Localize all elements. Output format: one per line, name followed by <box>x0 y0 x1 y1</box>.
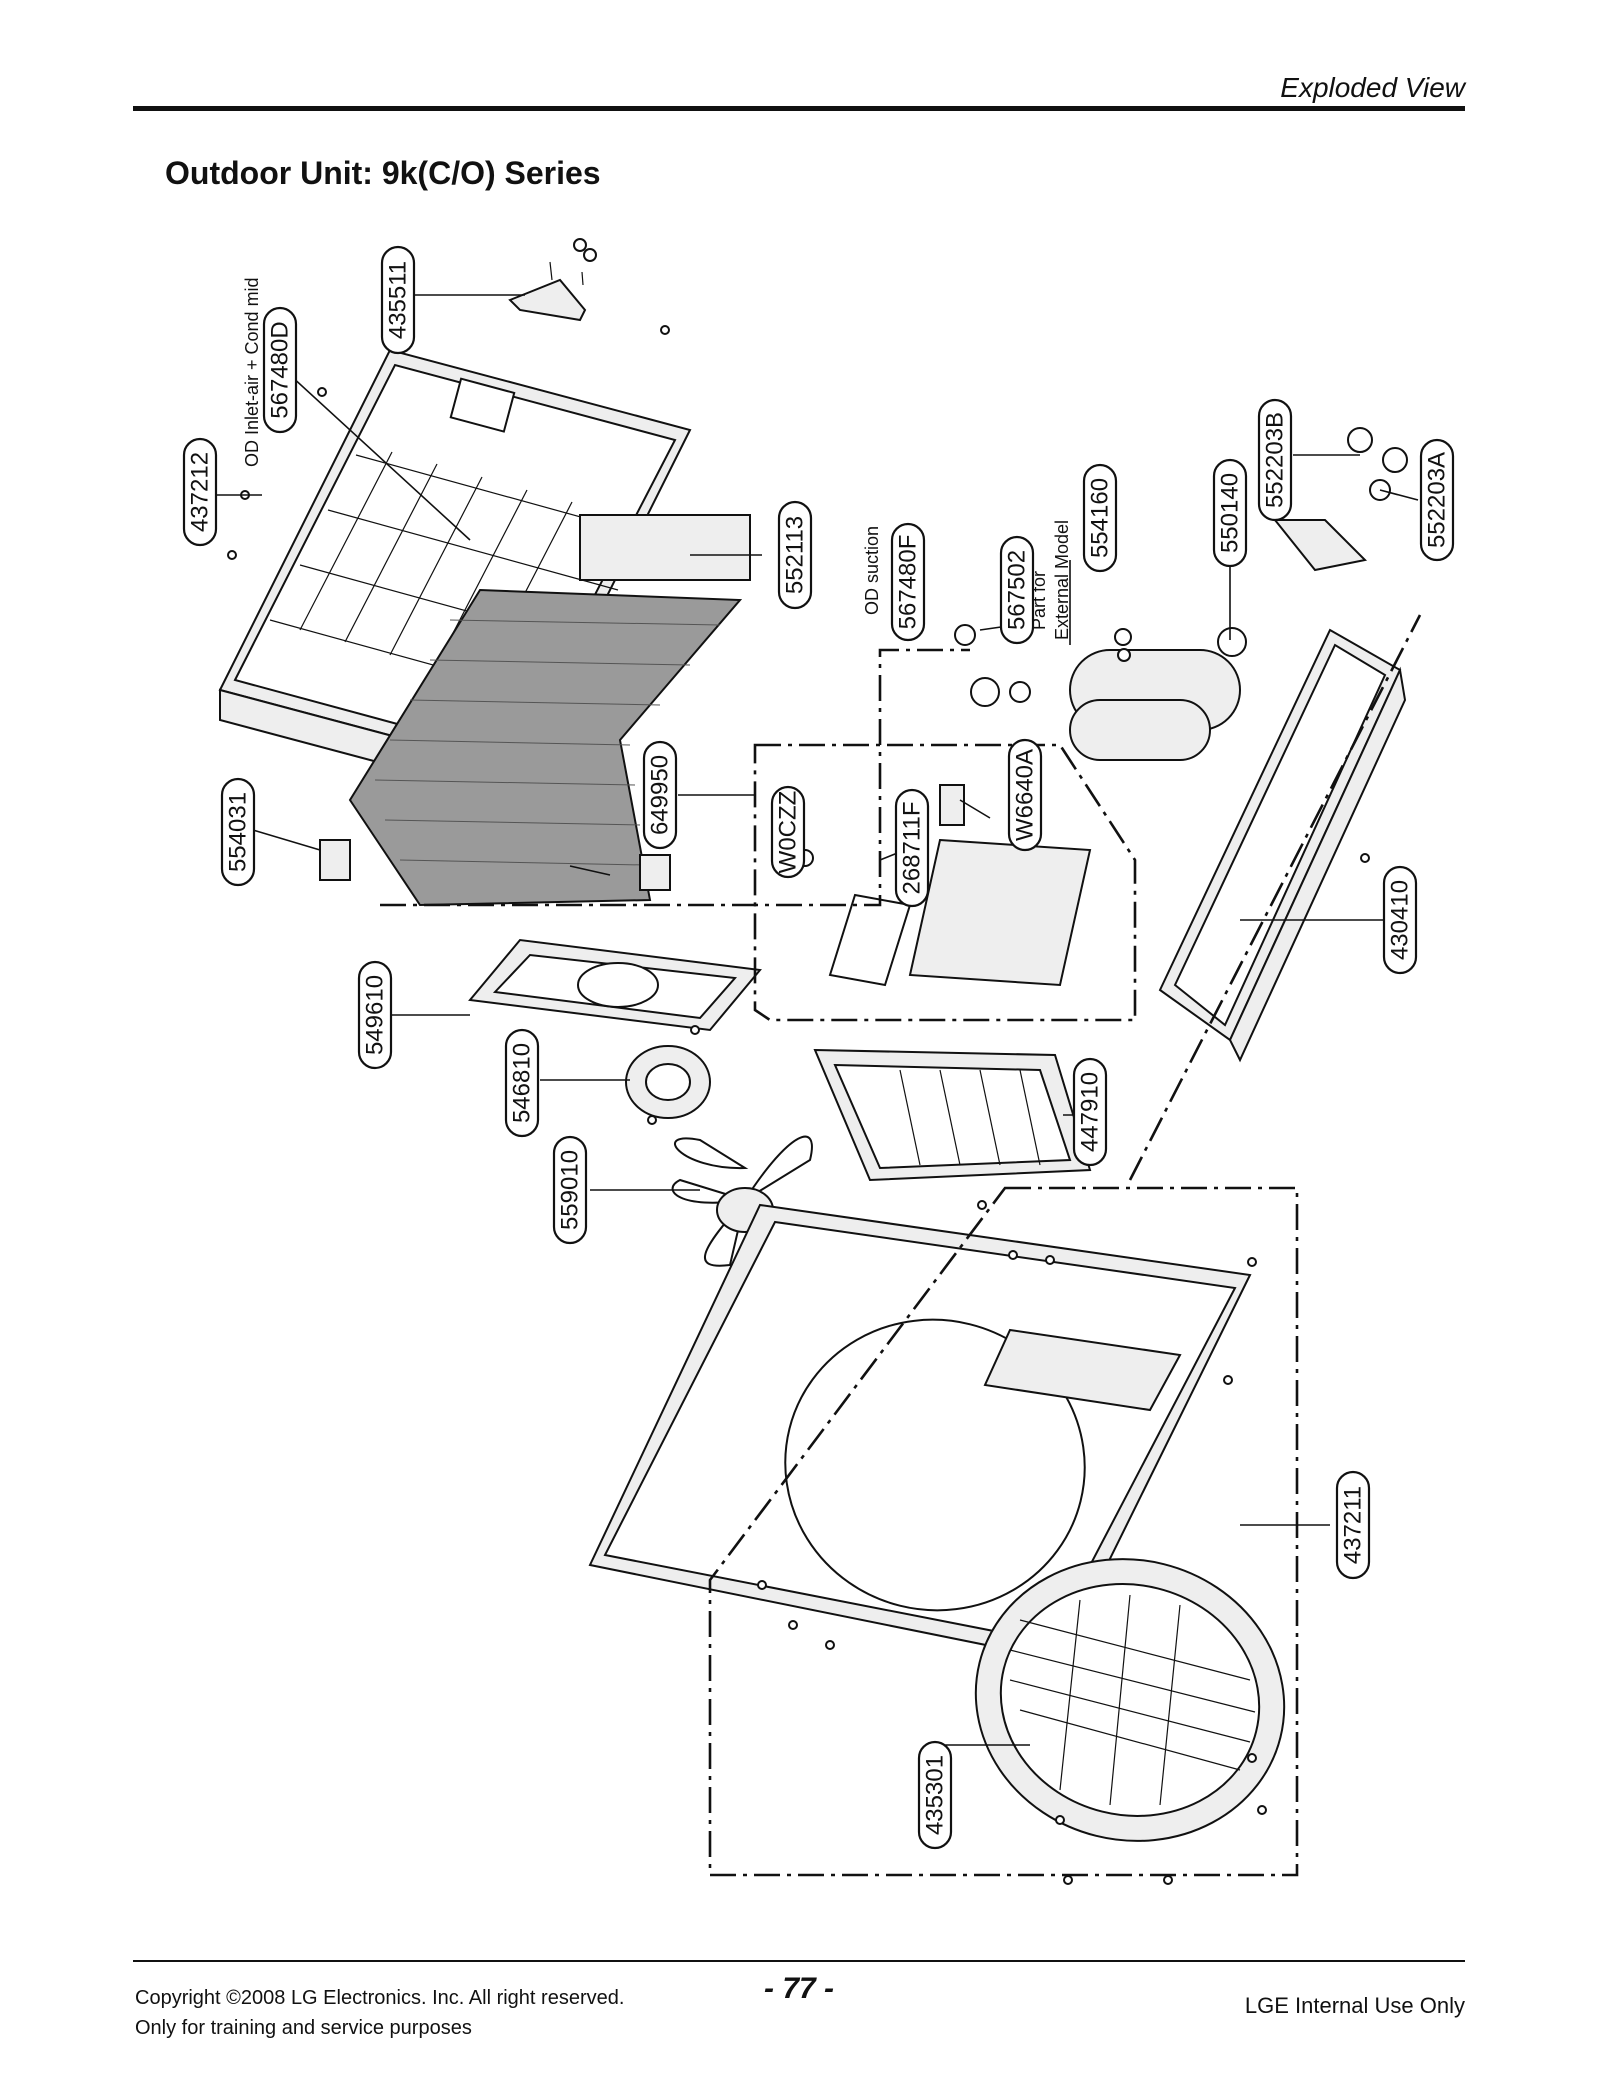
svg-text:435301: 435301 <box>922 1755 949 1835</box>
barrier-panel <box>813 1048 1092 1182</box>
label-447910: 447910 <box>1072 1057 1108 1167</box>
label-549610: 549610 <box>357 960 393 1070</box>
front-panel <box>588 1203 1252 1662</box>
fan-grille <box>974 1558 1286 1842</box>
label-567480F: 567480F <box>890 522 926 642</box>
footer-rule <box>133 1960 1465 1962</box>
svg-text:268711F: 268711F <box>899 802 926 895</box>
svg-text:649950: 649950 <box>647 755 674 835</box>
base-pan <box>1158 628 1407 1063</box>
diagram-notes: OD Inlet-air + Cond mid OD suction Part … <box>242 277 1072 640</box>
label-430410: 430410 <box>1382 865 1418 975</box>
svg-text:554160: 554160 <box>1087 478 1114 558</box>
note-external-model: External Model <box>1052 520 1072 640</box>
svg-text:552203B: 552203B <box>1262 412 1289 508</box>
label-554031: 554031 <box>220 777 256 887</box>
svg-text:437211: 437211 <box>1340 1486 1367 1564</box>
group-outlines <box>380 614 1422 1877</box>
label-567480D: 567480D <box>262 306 298 434</box>
copyright-line: Copyright ©2008 LG Electronics. Inc. All… <box>135 1987 625 2009</box>
page-title: Outdoor Unit: 9k(C/O) Series <box>165 155 601 191</box>
fan-motor <box>625 1045 711 1119</box>
svg-text:W6640A: W6640A <box>1012 749 1039 841</box>
svg-text:552113: 552113 <box>782 516 809 594</box>
section-header: Exploded View <box>1280 72 1465 103</box>
label-546810: 546810 <box>504 1028 540 1138</box>
note-od-inlet-air: OD Inlet-air + Cond mid <box>242 277 262 467</box>
label-554160: 554160 <box>1082 463 1118 573</box>
label-552203B: 552203B <box>1257 398 1293 522</box>
svg-text:550140: 550140 <box>1217 473 1244 553</box>
label-550140: 550140 <box>1212 458 1248 568</box>
part-labels: 435511 567480D 437212 552113 567480F 567… <box>182 245 1455 1850</box>
top-cover-bracket <box>508 238 597 322</box>
svg-text:546810: 546810 <box>509 1043 536 1123</box>
svg-text:437212: 437212 <box>187 452 214 532</box>
svg-text:554031: 554031 <box>225 792 252 872</box>
svg-text:559010: 559010 <box>557 1150 584 1230</box>
svg-text:567480F: 567480F <box>895 535 922 630</box>
label-552203A: 552203A <box>1419 438 1455 562</box>
svg-text:567480D: 567480D <box>267 321 294 418</box>
condenser-coil <box>319 514 751 907</box>
label-437211: 437211 <box>1335 1470 1371 1580</box>
orifice-plate <box>468 938 762 1032</box>
label-435301: 435301 <box>917 1740 953 1850</box>
svg-text:567502: 567502 <box>1004 550 1031 630</box>
svg-text:447910: 447910 <box>1077 1072 1104 1152</box>
svg-text:552203A: 552203A <box>1424 452 1451 548</box>
page-number: - 77 - <box>764 1972 835 2005</box>
leader-lines <box>213 294 1419 1746</box>
footer-internal-use: LGE Internal Use Only <box>1244 1993 1465 2018</box>
label-268711F: 268711F <box>894 788 930 908</box>
label-435511: 435511 <box>380 245 416 355</box>
label-W0CZZ: W0CZZ <box>770 785 806 879</box>
label-649950: 649950 <box>642 740 678 850</box>
svg-text:435511: 435511 <box>385 261 412 339</box>
svg-text:430410: 430410 <box>1387 880 1414 960</box>
svg-text:W0CZZ: W0CZZ <box>775 791 802 874</box>
compressor-assembly <box>954 427 1408 761</box>
header-rule <box>133 106 1465 111</box>
label-W6640A: W6640A <box>1007 738 1043 852</box>
label-559010: 559010 <box>552 1135 588 1245</box>
svg-text:549610: 549610 <box>362 975 389 1055</box>
label-552113: 552113 <box>777 500 813 610</box>
fan-propeller <box>671 1135 816 1340</box>
label-437212: 437212 <box>182 437 218 547</box>
label-567502: 567502 <box>999 535 1035 645</box>
note-od-suction: OD suction <box>862 526 882 615</box>
control-box <box>796 784 1092 987</box>
footer-copyright: Copyright ©2008 LG Electronics. Inc. All… <box>135 1983 624 2043</box>
training-line: Only for training and service purposes <box>135 2017 472 2039</box>
